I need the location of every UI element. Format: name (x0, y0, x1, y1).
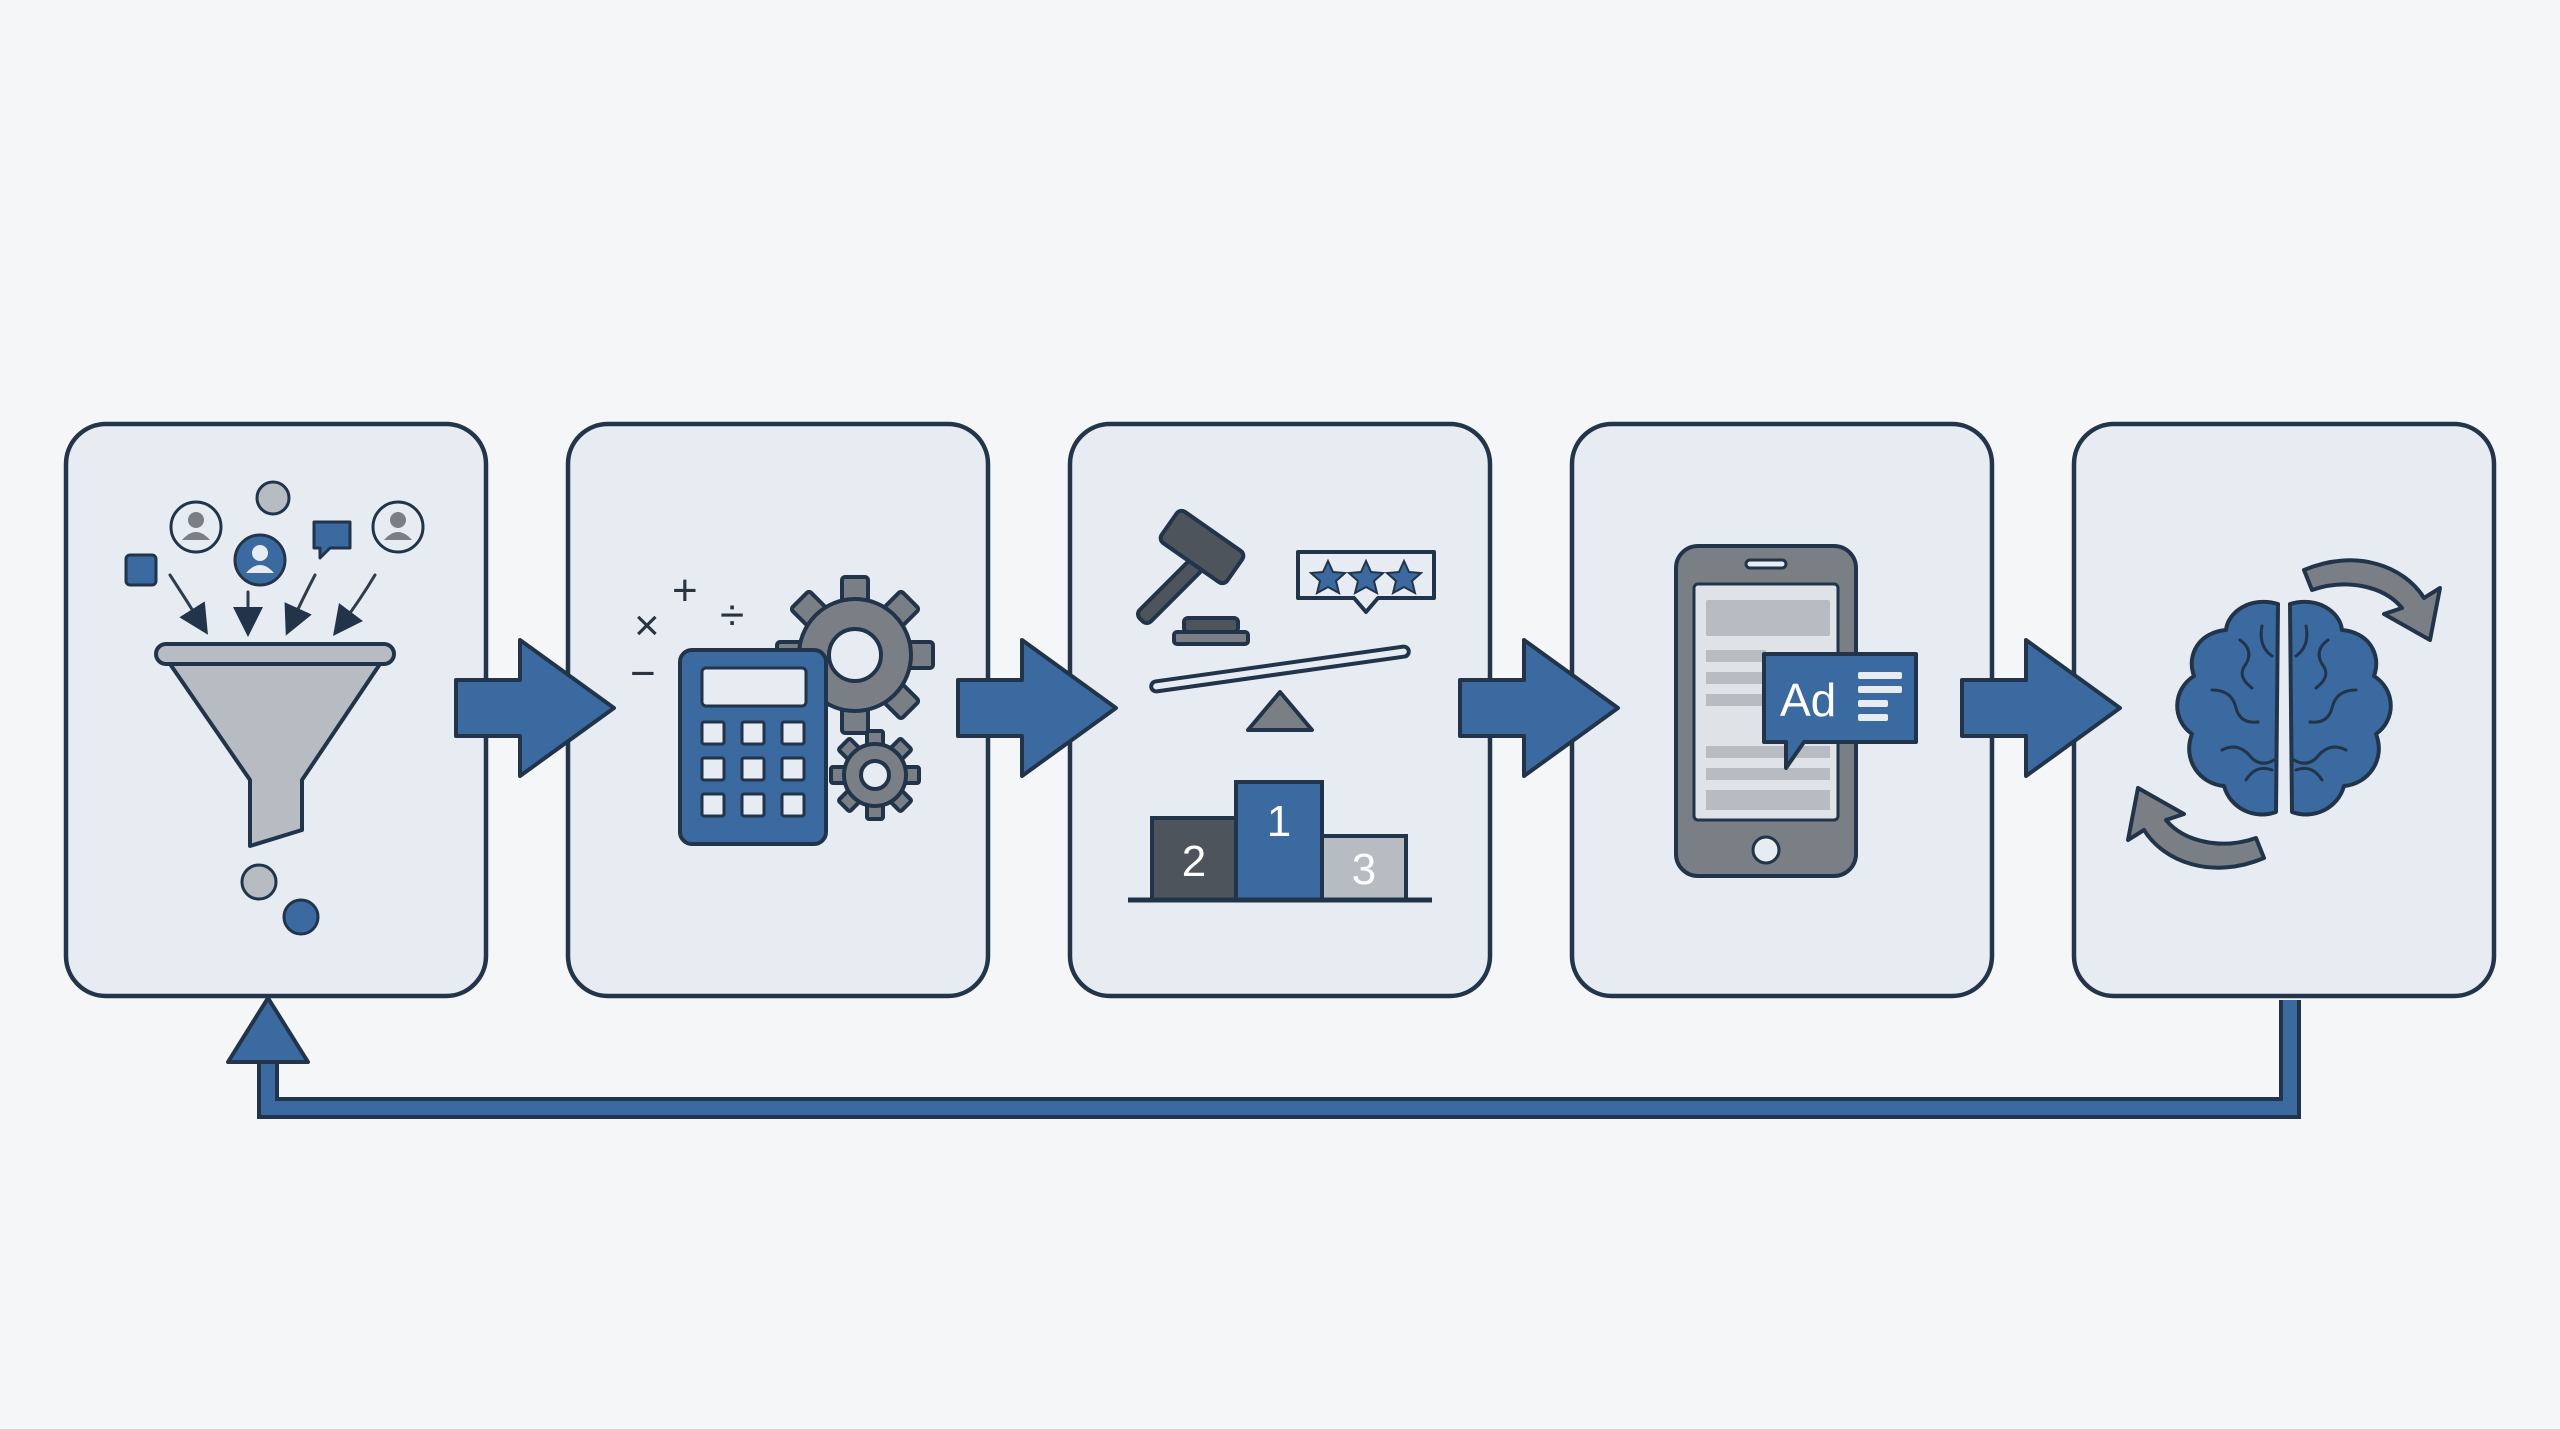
rank-2-label: 2 (1182, 837, 1206, 886)
rank-3-label: 3 (1352, 845, 1376, 894)
divide-symbol: ÷ (720, 591, 744, 640)
gear-icon (829, 729, 921, 821)
user-icon (169, 500, 223, 554)
auction-ranking-icon: 1 2 3 (1128, 508, 1436, 903)
minus-symbol: − (630, 649, 656, 698)
output-dot (282, 898, 320, 936)
calculator-icon (678, 648, 828, 846)
brain-icon (2175, 599, 2393, 817)
arrow-4-5 (1960, 638, 2122, 778)
arrow-2-3 (956, 638, 1118, 778)
times-symbol: × (634, 601, 660, 650)
output-dot (240, 863, 278, 901)
feedback-loop-arrow (226, 996, 2301, 1119)
cycle-arrow-icon (2126, 558, 2442, 870)
balance-icon (1149, 644, 1411, 732)
ad-bubble-icon: Ad (1762, 652, 1918, 770)
star-icon (1308, 558, 1348, 595)
phone-ad-icon: Ad (1674, 544, 1918, 878)
plus-symbol: + (672, 566, 698, 615)
funnel-icon (124, 480, 425, 936)
step-5-box (2071, 421, 2497, 999)
star-icon (1384, 558, 1424, 595)
rating-bubble-icon (1296, 550, 1436, 614)
arrow-1-2 (454, 638, 616, 778)
data-dot (255, 480, 291, 516)
ad-label: Ad (1780, 674, 1836, 726)
user-icon (233, 533, 287, 587)
star-icon (1346, 558, 1386, 595)
user-icon (371, 500, 425, 554)
arrow-3-4 (1458, 638, 1620, 778)
rank-1-label: 1 (1267, 797, 1291, 846)
chat-icon (312, 520, 352, 560)
podium-icon: 1 2 3 (1128, 780, 1432, 903)
gavel-icon (1136, 508, 1250, 646)
brain-cycle-icon (2126, 558, 2442, 870)
calculator-gears-icon: × + ÷ − (630, 566, 935, 846)
data-square (124, 553, 158, 587)
